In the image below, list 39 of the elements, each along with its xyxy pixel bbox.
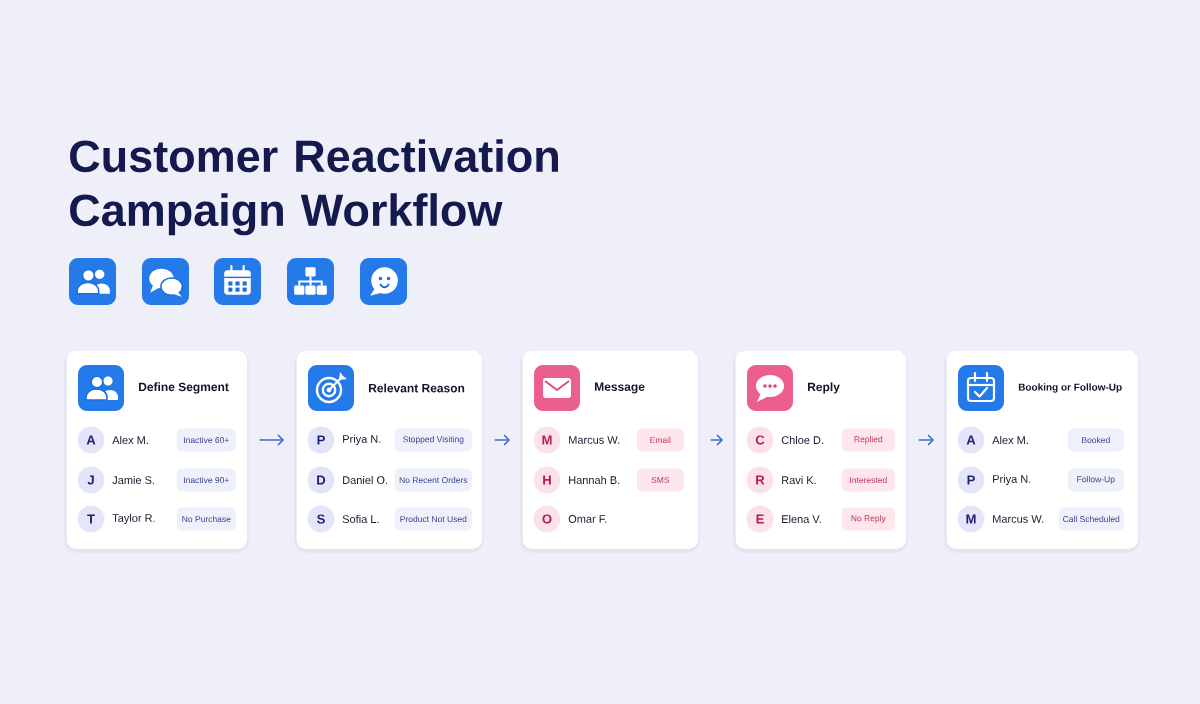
customer-name: Alex M. (112, 435, 148, 445)
status-tag: Call Scheduled (1058, 507, 1124, 531)
status-tag: Interested (841, 468, 895, 492)
customer-name: Hannah B. (569, 475, 620, 485)
status-tag: Inactive 60+ (176, 428, 236, 452)
title: Customer Reactivation Campaign Workflow (70, 139, 558, 236)
status-tag: Product Not Used (394, 507, 472, 531)
status-tag: Booked (1067, 428, 1124, 452)
status-tag: No Reply (841, 507, 895, 531)
status-tag: No Recent Orders (394, 468, 472, 492)
arrow (917, 434, 934, 446)
customer-name: Alex M. (992, 435, 1028, 445)
customer-name: Elena V. (782, 514, 821, 524)
card-heading: Booking or Follow-Up (1018, 383, 1122, 393)
customer-name: Ravi K. (782, 475, 816, 485)
status-tag: No Purchase (176, 507, 236, 531)
status-tag: Replied (841, 428, 895, 452)
customer-name: Sofia L. (342, 514, 379, 524)
customer-name: Chloe D. (781, 435, 823, 445)
customer-name: Daniel O. (343, 475, 388, 485)
arrow (258, 434, 284, 446)
card-heading: Define Segment (139, 382, 229, 394)
customer-name: Omar F. (568, 515, 607, 523)
customer-name: Taylor R. (112, 513, 155, 525)
customer-name: Priya N. (993, 474, 1031, 486)
card-heading: Message (595, 382, 645, 394)
customer-name: Marcus W. (569, 436, 620, 444)
card-heading: Reply (808, 382, 840, 394)
status-tag: Stopped Visiting (394, 428, 472, 452)
customer-name: Marcus W. (993, 515, 1044, 523)
arrow (709, 434, 723, 446)
customer-name: Jamie S. (112, 475, 154, 485)
status-tag: Email (636, 428, 684, 452)
arrow (493, 434, 510, 446)
status-tag: Follow-Up (1067, 468, 1124, 492)
status-tag: SMS (636, 468, 684, 492)
status-tag: Inactive 90+ (176, 468, 236, 492)
card-heading: Relevant Reason (369, 383, 465, 393)
customer-name: Priya N. (343, 434, 381, 446)
